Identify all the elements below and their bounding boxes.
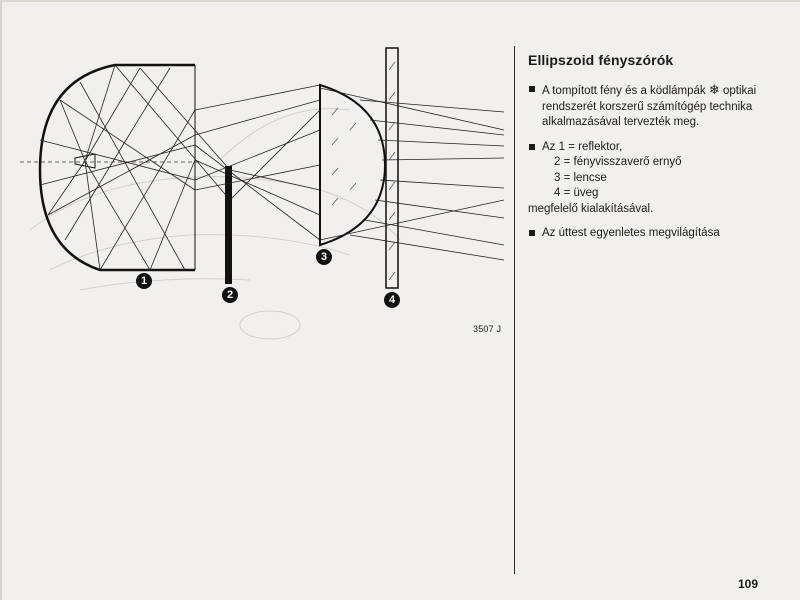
glass-cover xyxy=(385,47,399,289)
bullet-item-design: A tompított fény és a ködlámpák ❄ optika… xyxy=(528,82,778,131)
legend-line-shield: 2 = fényvisszaverő ernyő xyxy=(554,156,682,168)
label-lens: 3 xyxy=(316,249,332,265)
lens-shape xyxy=(319,83,387,247)
shield-bar xyxy=(225,166,232,284)
bullet-item-illumination: Az úttest egyenletes megvilágítása xyxy=(528,226,778,242)
reflector-rays xyxy=(39,64,231,271)
label-glass: 4 xyxy=(384,292,400,308)
glass-hatching xyxy=(388,61,396,281)
transit-rays xyxy=(194,84,321,241)
bullet-illumination-text: Az úttest egyenletes megvilágítása xyxy=(542,227,720,239)
text-column: Ellipszoid fényszórók A tompított fény é… xyxy=(528,52,778,251)
page-edge-left xyxy=(0,0,2,600)
bullet-design-rest: optikai rendszerét korszerű számítógép t… xyxy=(542,85,757,128)
legend-tail: megfelelő kialakításával. xyxy=(528,202,654,215)
bullet-square-icon xyxy=(529,143,535,150)
section-title: Ellipszoid fényszórók xyxy=(528,52,674,68)
bullet-item-legend: Az 1 = reflektor, 2 = fényvisszaverő ern… xyxy=(528,140,778,218)
label-reflector: 1 xyxy=(136,273,152,289)
legend-line-lens: 3 = lencse xyxy=(554,171,607,184)
bullet-square-icon xyxy=(529,86,535,92)
page-number: 109 xyxy=(738,577,759,591)
page-edge-top xyxy=(0,0,800,2)
column-divider xyxy=(514,46,515,574)
bullet-square-icon xyxy=(529,230,535,236)
optics-diagram-svg xyxy=(20,47,505,340)
output-beams xyxy=(319,87,505,261)
reflector-shape xyxy=(38,63,195,272)
headlamp-optics-diagram: 1 2 3 4 xyxy=(20,40,508,340)
lens-hatching xyxy=(331,107,357,206)
bullet-design-lead: A tompított fény és a ködlámpák xyxy=(542,85,706,97)
background-car-ghost xyxy=(29,108,401,340)
legend-line-glass: 4 = üveg xyxy=(554,187,599,199)
foglamp-symbol-icon: ❄ xyxy=(708,82,720,97)
legend-line-reflector: Az 1 = reflektor, xyxy=(542,140,623,153)
figure-code: 3507 J xyxy=(473,324,502,334)
label-shield: 2 xyxy=(222,287,238,303)
